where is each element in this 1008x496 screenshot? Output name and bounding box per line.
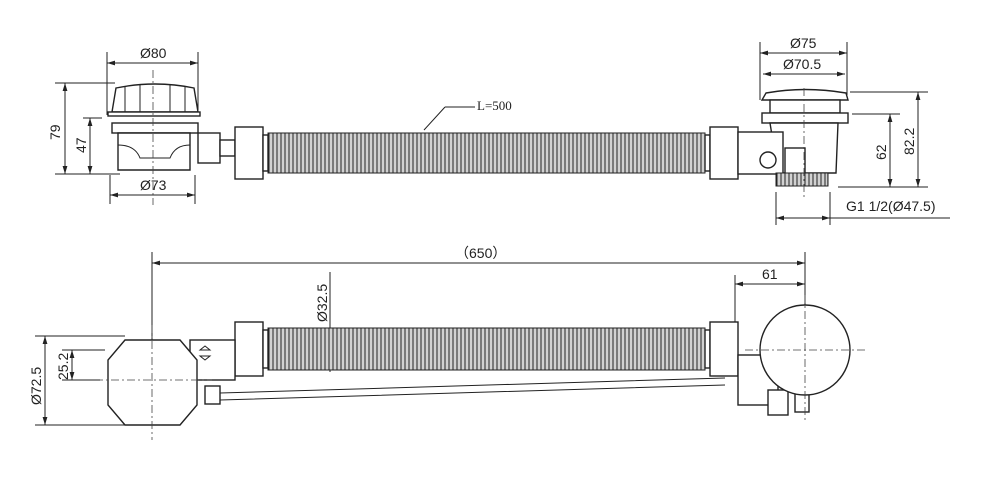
flexible-hose-top: L=500 xyxy=(234,98,739,180)
dimension-overflow-72-5: Ø72.5 xyxy=(28,335,125,426)
dim-label: Ø75 xyxy=(790,35,817,51)
dim-label: Ø73 xyxy=(140,177,167,193)
waste-top-view xyxy=(737,295,865,420)
dim-label: Ø72.5 xyxy=(28,367,44,405)
dim-label: 82.2 xyxy=(901,128,917,155)
dim-label: 25.2 xyxy=(55,353,71,380)
dimension-thread: G1 1/2(Ø47.5) xyxy=(775,192,950,225)
dim-label: Ø32.5 xyxy=(314,284,330,322)
dimension-cap-diameter-75: Ø75 Ø70.5 xyxy=(759,35,848,100)
dimension-body-diameter-73: Ø73 xyxy=(109,175,196,204)
dim-label: 47 xyxy=(73,137,89,153)
overflow-top-view xyxy=(95,325,236,440)
dim-label: Ø70.5 xyxy=(783,56,821,72)
dimension-offset-61: 61 xyxy=(734,266,805,322)
waste-fitting-side-view xyxy=(737,88,849,200)
dimension-height-62-82: 62 82.2 xyxy=(838,91,928,188)
dimension-height-47: 47 xyxy=(73,117,102,174)
dim-label: （650） xyxy=(455,245,506,261)
overflow-fitting-side-view xyxy=(107,70,236,205)
dimension-height-79: 79 xyxy=(47,82,120,175)
dimension-overflow-25-2: 25.2 xyxy=(55,349,105,381)
dim-label: 62 xyxy=(873,144,889,160)
dim-label: 79 xyxy=(47,124,63,140)
dim-label: G1 1/2(Ø47.5) xyxy=(846,198,936,214)
cable xyxy=(204,377,726,405)
dim-label: 61 xyxy=(762,266,778,282)
hose-length-label: L=500 xyxy=(477,98,512,113)
dim-label: Ø80 xyxy=(140,45,167,61)
flexible-hose-bottom xyxy=(234,321,739,377)
